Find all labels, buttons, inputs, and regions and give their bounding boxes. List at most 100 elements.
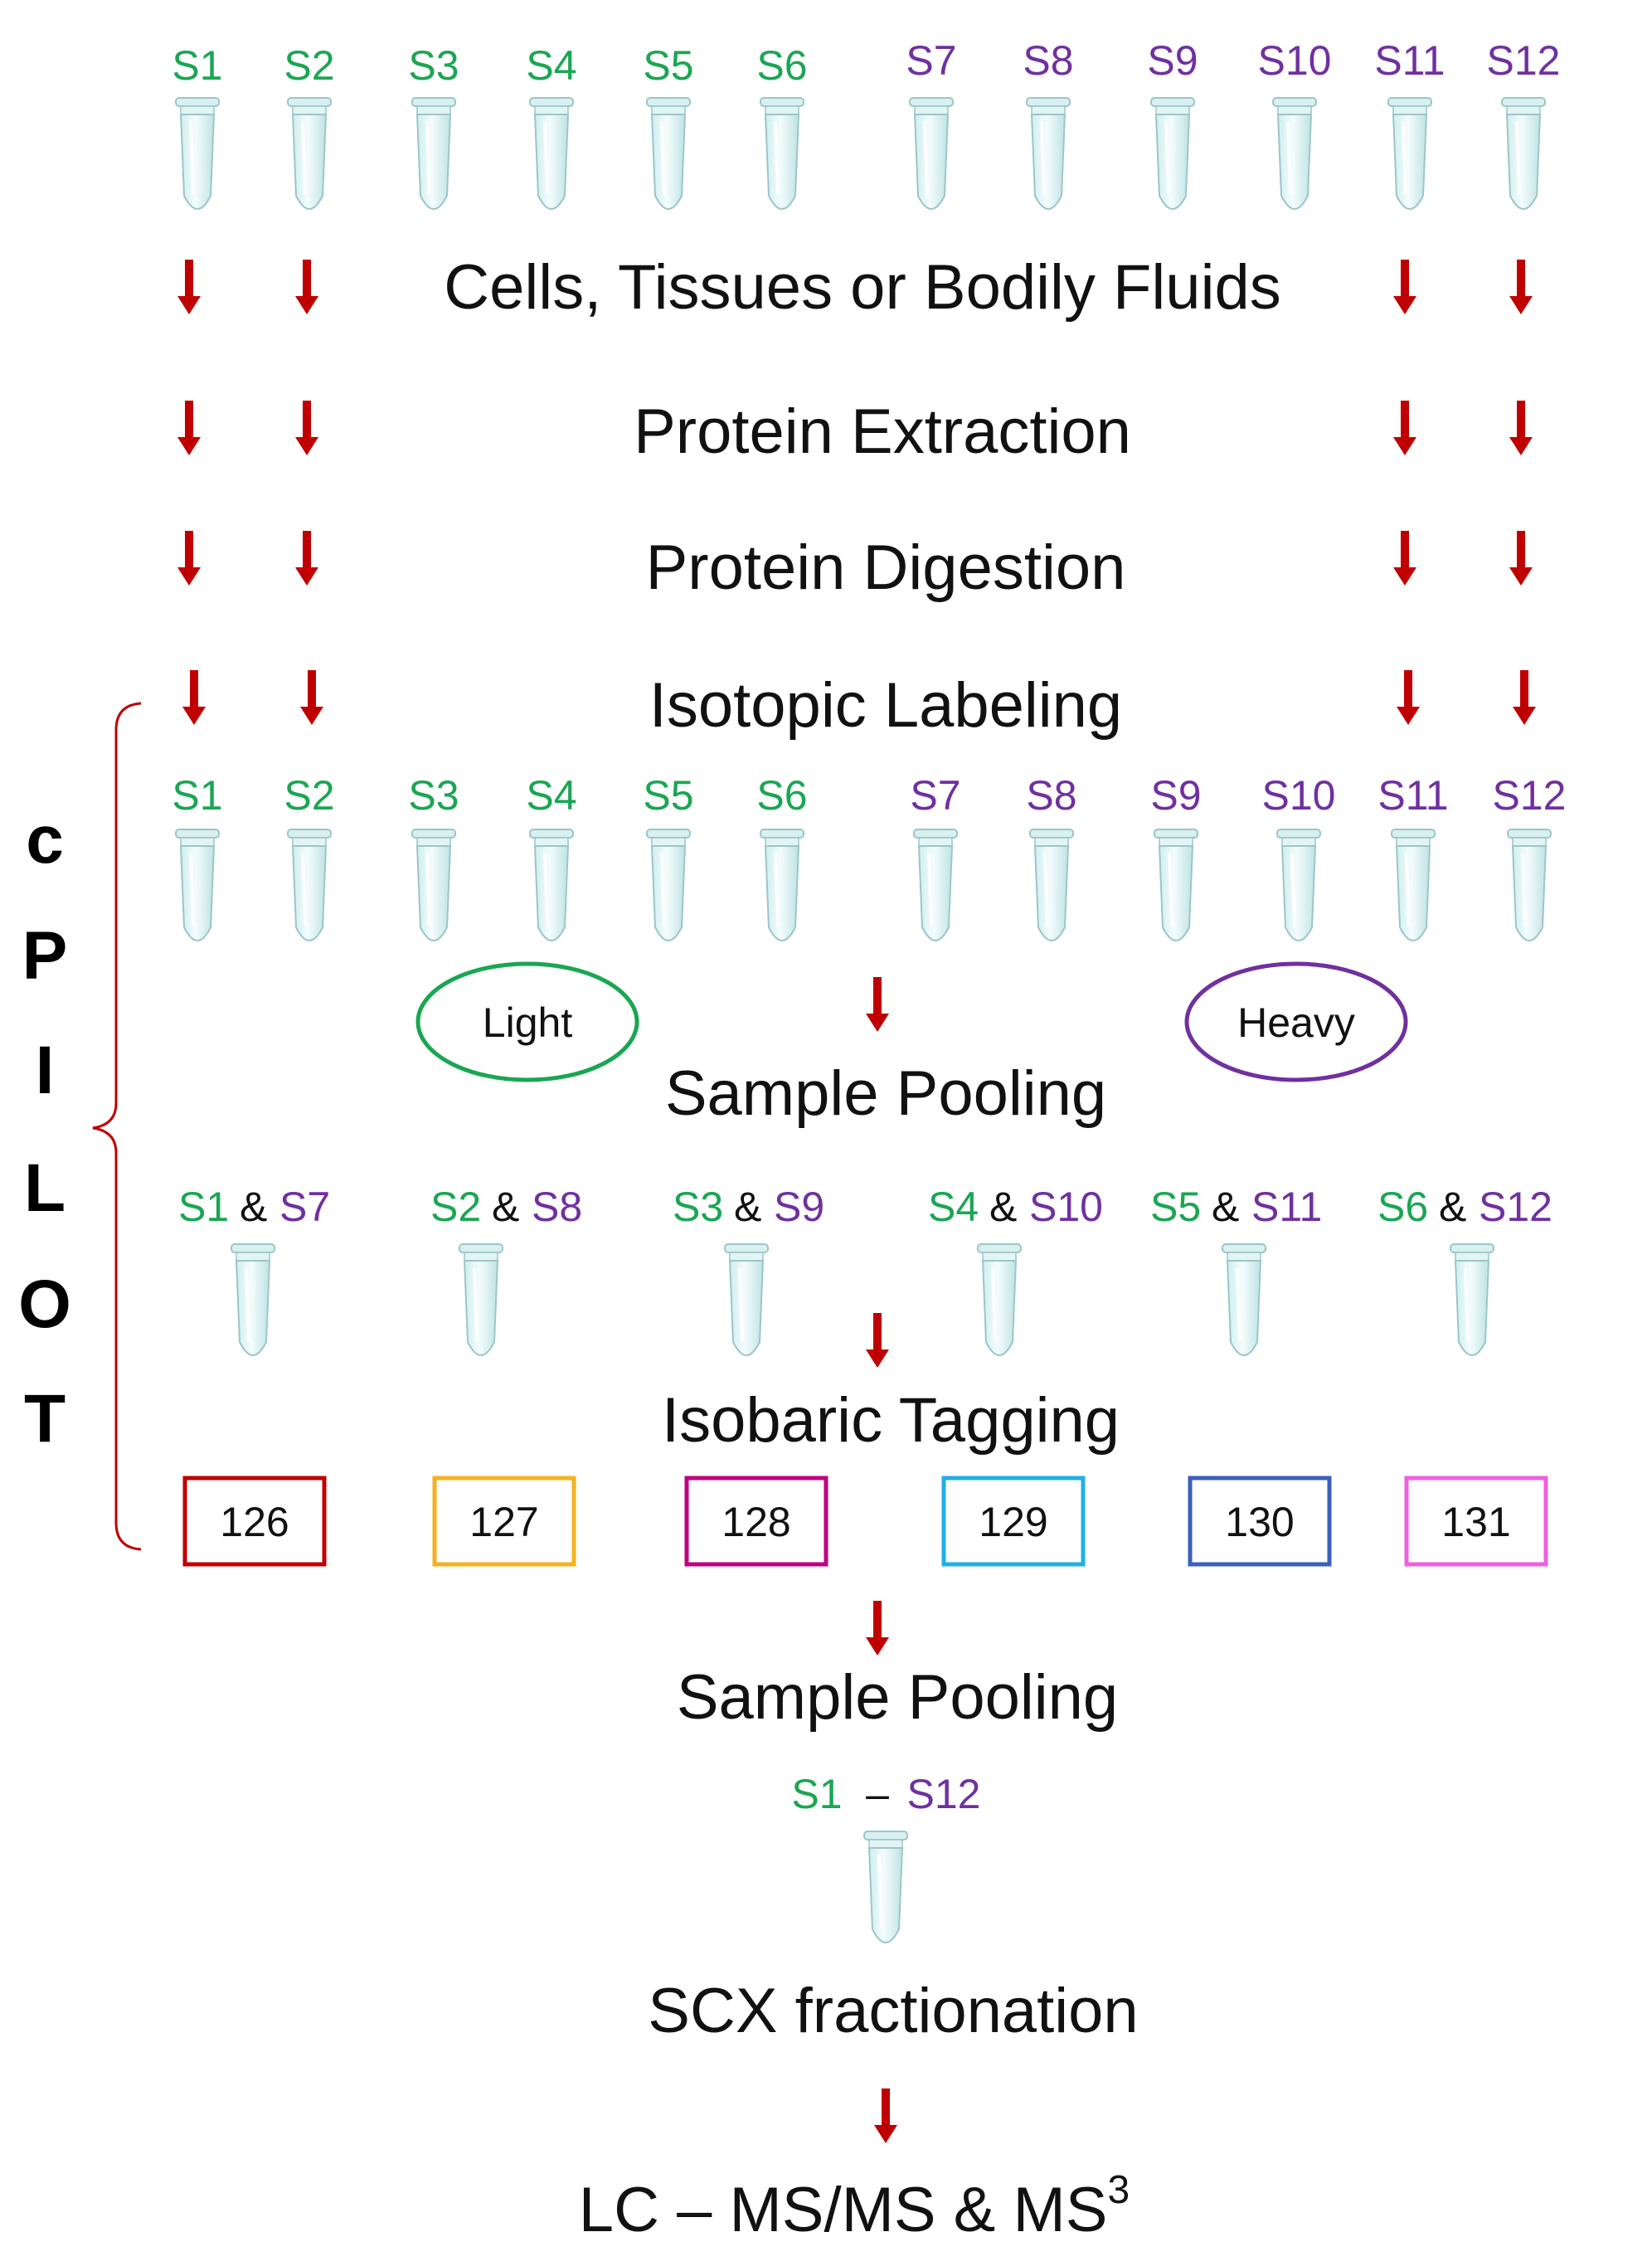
sample-label-labeled-s10: S10	[1262, 772, 1336, 819]
step-scx-fractionation: SCX fractionation	[648, 1976, 1138, 2046]
pair-5-heavy-label: S11	[1251, 1184, 1322, 1230]
sample-label-labeled-s11: S11	[1377, 772, 1448, 819]
side-arrow-r1-c2	[295, 260, 318, 314]
tag-label-126: 126	[220, 1499, 289, 1545]
sample-label-top-s6: S6	[756, 42, 807, 89]
tag-box-131	[1404, 1476, 1548, 1567]
tag-box-130	[1188, 1476, 1332, 1567]
arrow-to-pooling-2	[866, 1601, 889, 1656]
side-arrow-r3-c2	[295, 531, 318, 586]
tube-top-s5	[646, 97, 691, 210]
tag-label-128: 128	[722, 1499, 790, 1545]
tube-labeled-s8	[1029, 829, 1074, 941]
tube-top-s2	[287, 97, 332, 210]
step-sample-pooling-2: Sample Pooling	[677, 1662, 1118, 1733]
pair-1-ampersand: &	[240, 1184, 267, 1230]
side-arrow-r3-c3	[1393, 531, 1416, 586]
side-arrow-r4-c1	[182, 670, 206, 725]
pair-6-light-label: S6	[1377, 1184, 1428, 1230]
tube-top-s7	[909, 97, 954, 210]
tube-labeled-s2	[287, 829, 332, 941]
tube-pair-1	[231, 1243, 275, 1356]
arrow-to-lcms	[874, 2089, 897, 2143]
sample-label-top-s12: S12	[1487, 37, 1561, 84]
sample-label-labeled-s5: S5	[643, 772, 693, 819]
sample-label-labeled-s12: S12	[1493, 772, 1567, 819]
side-arrow-r2-c1	[177, 401, 201, 455]
tag-box-128	[684, 1476, 828, 1567]
tube-labeled-s10	[1276, 829, 1321, 941]
step-sample-pooling-1: Sample Pooling	[665, 1058, 1106, 1129]
sample-label-top-s5: S5	[643, 42, 693, 89]
side-arrow-r2-c2	[295, 401, 318, 455]
side-arrow-r4-c4	[1513, 670, 1536, 725]
pair-2-ampersand: &	[492, 1184, 519, 1230]
step-lcms: LC – MS/MS & MS3	[579, 2168, 1130, 2245]
tube-labeled-s12	[1507, 829, 1552, 941]
step-protein-extraction: Protein Extraction	[634, 396, 1131, 467]
sample-label-top-s8: S8	[1023, 37, 1073, 84]
pair-3-heavy-label: S9	[774, 1184, 824, 1230]
final-pool-start-label: S1	[791, 1771, 842, 1817]
tube-top-s9	[1150, 97, 1195, 210]
cpilot-letter-3: I	[36, 1033, 55, 1108]
sample-label-top-s7: S7	[906, 37, 956, 84]
pair-4-heavy-label: S10	[1029, 1184, 1103, 1230]
sample-label-labeled-s1: S1	[172, 772, 222, 819]
sample-label-top-s1: S1	[172, 42, 222, 89]
cpilot-letter-2: P	[22, 918, 68, 994]
tube-pair-6	[1450, 1243, 1494, 1356]
pair-2-heavy-label: S8	[532, 1184, 582, 1230]
tube-labeled-s11	[1391, 829, 1436, 941]
tag-label-129: 129	[979, 1499, 1047, 1545]
light-group-ellipse	[415, 961, 639, 1082]
side-arrow-r2-c3	[1393, 401, 1416, 455]
tube-top-s1	[175, 97, 220, 210]
sample-label-labeled-s2: S2	[284, 772, 334, 819]
side-arrow-r4-c2	[300, 670, 323, 725]
pair-6-ampersand: &	[1439, 1184, 1466, 1230]
pair-1-light-label: S1	[178, 1184, 229, 1230]
sample-label-labeled-s9: S9	[1150, 772, 1201, 819]
tube-final-pool	[863, 1831, 908, 1943]
sample-label-labeled-s6: S6	[756, 772, 807, 819]
pair-4-light-label: S4	[928, 1184, 979, 1230]
tube-top-s6	[760, 97, 804, 210]
tube-labeled-s4	[529, 829, 574, 941]
tube-labeled-s5	[646, 829, 691, 941]
tube-labeled-s6	[760, 829, 804, 941]
side-arrow-r3-c1	[177, 531, 201, 586]
sample-label-top-s4: S4	[526, 42, 576, 89]
tube-top-s11	[1387, 97, 1432, 210]
tag-box-127	[432, 1476, 576, 1567]
tube-pair-3	[724, 1243, 769, 1356]
pair-5-light-label: S5	[1150, 1184, 1201, 1230]
sample-label-top-s3: S3	[408, 42, 459, 89]
side-arrow-r3-c4	[1509, 531, 1533, 586]
tag-box-126	[182, 1476, 327, 1567]
side-arrow-r1-c1	[177, 260, 201, 314]
pair-3-light-label: S3	[673, 1184, 723, 1230]
tube-top-s3	[411, 97, 456, 210]
step-cells-tissues-fluids: Cells, Tissues or Bodily Fluids	[444, 252, 1280, 323]
tube-pair-4	[977, 1243, 1022, 1356]
cpilot-letter-1: c	[26, 802, 64, 878]
sample-label-top-s9: S9	[1147, 37, 1198, 84]
sample-label-labeled-s3: S3	[408, 772, 459, 819]
side-arrow-r2-c4	[1509, 401, 1533, 455]
pair-5-ampersand: &	[1212, 1184, 1239, 1230]
tube-top-s4	[529, 97, 574, 210]
final-pool-dash: –	[866, 1771, 889, 1817]
cpilot-letter-6: T	[24, 1381, 66, 1456]
pair-2-light-label: S2	[430, 1184, 481, 1230]
side-arrow-r4-c3	[1397, 670, 1420, 725]
sample-label-top-s2: S2	[284, 42, 334, 89]
tube-labeled-s7	[913, 829, 958, 941]
tube-pair-5	[1222, 1243, 1266, 1356]
tube-top-s8	[1026, 97, 1071, 210]
tube-labeled-s9	[1154, 829, 1198, 941]
arrow-to-tagging	[866, 1313, 889, 1368]
tag-label-131: 131	[1441, 1499, 1510, 1545]
